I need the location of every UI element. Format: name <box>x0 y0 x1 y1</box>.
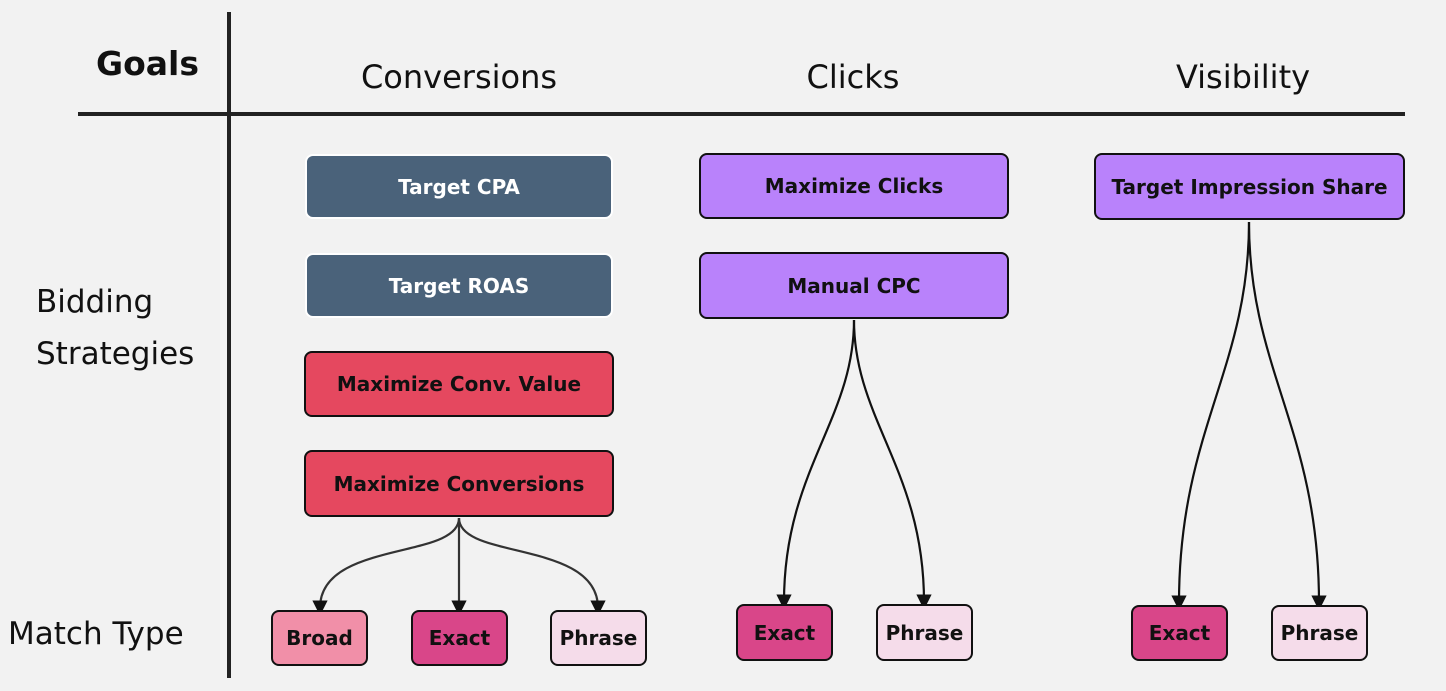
arrow-to-phrase-clicks <box>852 319 932 610</box>
strategy-maximize-clicks: Maximize Clicks <box>699 153 1009 219</box>
match-type-phrase-clicks: Phrase <box>876 604 973 661</box>
match-type-exact-conversions: Exact <box>411 610 508 666</box>
strategy-maximize-conversions: Maximize Conversions <box>304 450 614 517</box>
arrow-to-exact-clicks <box>776 319 856 610</box>
strategy-target-impression-share: Target Impression Share <box>1094 153 1405 220</box>
match-type-exact-visibility: Exact <box>1131 605 1228 661</box>
goals-heading: Goals <box>96 44 199 83</box>
row-heading-match-type: Match Type <box>8 616 184 652</box>
match-type-exact-clicks: Exact <box>736 604 833 661</box>
arrow-to-phrase-conversions <box>457 517 606 616</box>
strategy-manual-cpc: Manual CPC <box>699 252 1009 319</box>
strategy-target-cpa: Target CPA <box>305 154 613 219</box>
row-heading-bidding: Bidding <box>36 284 154 320</box>
strategy-target-roas: Target ROAS <box>305 253 613 318</box>
match-type-phrase-visibility: Phrase <box>1271 605 1368 661</box>
match-type-broad: Broad <box>271 610 368 666</box>
column-heading-conversions: Conversions <box>360 58 558 96</box>
strategy-maximize-conv-value: Maximize Conv. Value <box>304 351 614 417</box>
arrow-to-broad <box>312 517 461 616</box>
arrow-to-phrase-visibility <box>1247 221 1327 611</box>
column-heading-clicks: Clicks <box>806 58 900 96</box>
match-type-phrase-conversions: Phrase <box>550 610 647 666</box>
arrow-to-exact-visibility <box>1171 221 1251 611</box>
column-heading-visibility: Visibility <box>1175 58 1311 96</box>
row-heading-strategies: Strategies <box>36 336 195 372</box>
